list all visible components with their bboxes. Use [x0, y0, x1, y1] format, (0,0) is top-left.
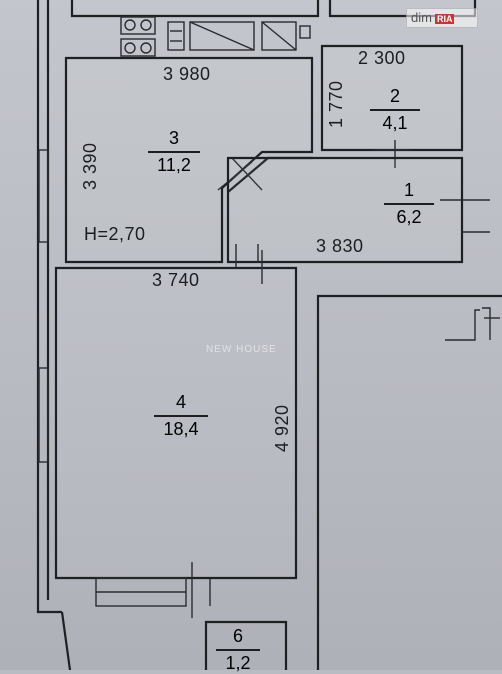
stove-icon — [120, 16, 156, 57]
room-2-width-label: 2 300 — [358, 48, 406, 68]
room-1-width-label: 3 830 — [316, 236, 364, 256]
room-3-area: 11,2 — [157, 154, 191, 175]
counter-icon — [167, 21, 311, 51]
room-2-number: 2 — [389, 86, 400, 106]
room-2-label: 2 4,1 — [370, 86, 420, 134]
room-3-number: 3 — [168, 128, 179, 148]
corridor-wall — [316, 294, 502, 670]
room-1-area: 6,2 — [396, 206, 422, 227]
door-swing-icon — [217, 157, 263, 191]
room-4-outline — [54, 266, 298, 580]
room-1-number: 1 — [403, 180, 414, 200]
ceiling-height-label: H=2,70 — [84, 224, 146, 244]
room-4-area: 18,4 — [163, 418, 199, 439]
room-3-width-label: 3 980 — [163, 64, 211, 84]
room-4-width-label: 3 740 — [152, 270, 200, 290]
room-6-number: 6 — [232, 626, 243, 646]
room-6-label: 6 1,2 — [216, 626, 260, 674]
room-4-number: 4 — [175, 392, 186, 412]
room-2-area: 4,1 — [382, 112, 408, 133]
window-room-4 — [38, 367, 49, 463]
top-room-wall — [70, 0, 320, 18]
room-1-label: 1 6,2 — [384, 180, 434, 228]
balcony-wall — [60, 611, 72, 670]
room-6-outline — [204, 620, 288, 670]
room-2-outline — [320, 44, 464, 152]
room-6-area: 1,2 — [225, 652, 251, 673]
ghost-watermark: NEW HOUSE — [206, 344, 277, 355]
window-room-3 — [38, 149, 49, 243]
room-3-label: 3 11,2 — [148, 128, 200, 176]
room-3-depth-label: 3 390 — [80, 142, 100, 190]
room-2-depth-label: 1 770 — [326, 80, 346, 128]
room-4-depth-label: 4 920 — [272, 404, 292, 452]
corridor-door — [445, 309, 480, 341]
room-4-label: 4 18,4 — [154, 392, 208, 440]
outer-wall-left — [36, 0, 62, 614]
room-1-outline — [226, 156, 464, 264]
